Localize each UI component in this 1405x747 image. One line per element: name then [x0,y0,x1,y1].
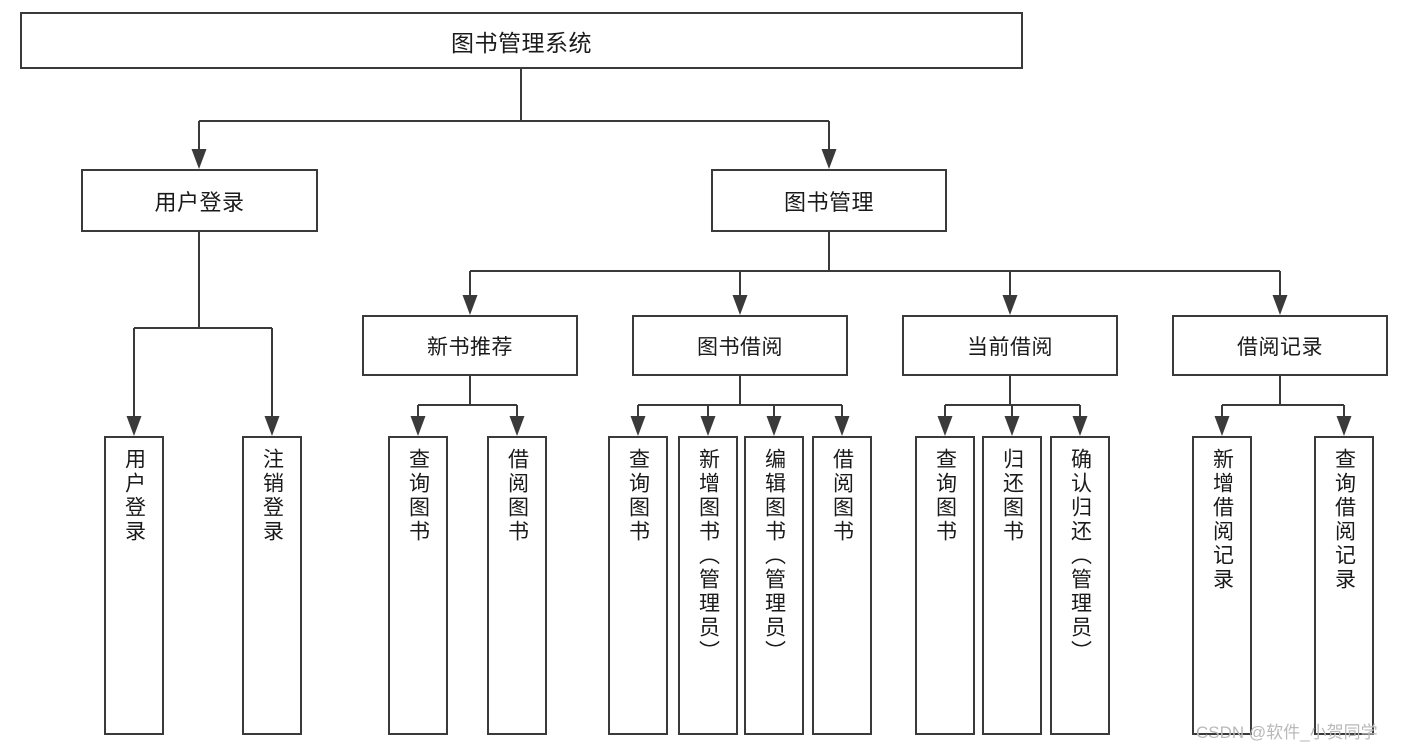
arrow-head [766,416,782,436]
node-label: 图书借阅 [697,335,783,359]
node-label: 借阅记录 [1237,335,1323,359]
leaf-node-leaf-rec-borrow-book: 借阅图书 [487,436,547,735]
node-label: 借阅图书 [505,448,529,544]
arrow-head [1004,416,1020,436]
arrow-head [732,295,748,315]
leaf-node-leaf-rec-query-record: 查询借阅记录 [1314,436,1374,735]
node-label: 新书推荐 [427,335,513,359]
node-label: 查询图书 [933,448,957,544]
arrow-head [700,416,716,436]
node-label: 图书管理系统 [451,29,592,56]
node-label: 图书管理 [783,189,874,215]
node-current-borrow: 当前借阅 [902,315,1118,376]
leaf-node-leaf-brw-borrow-book: 借阅图书 [812,436,872,735]
arrow-head [1272,295,1288,315]
node-label: 编辑图书（管理员） [762,448,786,664]
node-book-manage: 图书管理 [711,169,947,232]
arrow-head [509,416,525,436]
leaf-node-leaf-cur-return-book: 归还图书 [982,436,1042,735]
arrow-head [191,149,207,169]
arrow-head [834,416,850,436]
arrow-head [1336,416,1352,436]
arrow-head [1072,416,1088,436]
leaf-node-leaf-user-login: 用户登录 [104,436,164,735]
node-label: 确认归还（管理员） [1068,448,1092,664]
arrow-head [1214,416,1230,436]
leaf-node-leaf-cur-confirm-return: 确认归还（管理员） [1050,436,1110,735]
arrow-head [410,416,426,436]
arrow-head [937,416,953,436]
csdn-watermark: CSDN @软件_小贺同学 [1196,723,1378,742]
node-label: 用户登录 [122,448,146,544]
arrow-head [821,149,837,169]
node-label: 归还图书 [1000,448,1024,544]
leaf-node-leaf-brw-add-book: 新增图书（管理员） [678,436,738,735]
leaf-node-leaf-brw-query-book: 查询图书 [608,436,668,735]
arrow-head [1002,295,1018,315]
node-book-borrow: 图书借阅 [632,315,848,376]
arrow-head [630,416,646,436]
node-borrow-record: 借阅记录 [1172,315,1388,376]
node-label: 查询图书 [406,448,430,544]
node-root: 图书管理系统 [20,12,1023,69]
node-label: 查询借阅记录 [1332,448,1356,592]
leaf-node-leaf-rec-add-record: 新增借阅记录 [1192,436,1252,735]
arrow-head [126,416,142,436]
leaf-node-leaf-rec-query-book: 查询图书 [388,436,448,735]
arrow-head [264,416,280,436]
leaf-node-leaf-cur-query-book: 查询图书 [915,436,975,735]
node-label: 新增借阅记录 [1210,448,1234,592]
node-label: 借阅图书 [830,448,854,544]
node-label: 新增图书（管理员） [696,448,720,664]
node-label: 用户登录 [154,189,245,215]
arrow-head [462,295,478,315]
leaf-node-leaf-user-logout: 注销登录 [242,436,302,735]
leaf-node-leaf-brw-edit-book: 编辑图书（管理员） [744,436,804,735]
node-label: 当前借阅 [967,335,1053,359]
node-label: 查询图书 [626,448,650,544]
node-new-book-recommend: 新书推荐 [362,315,578,376]
node-user-login: 用户登录 [81,169,318,232]
node-label: 注销登录 [260,448,284,544]
